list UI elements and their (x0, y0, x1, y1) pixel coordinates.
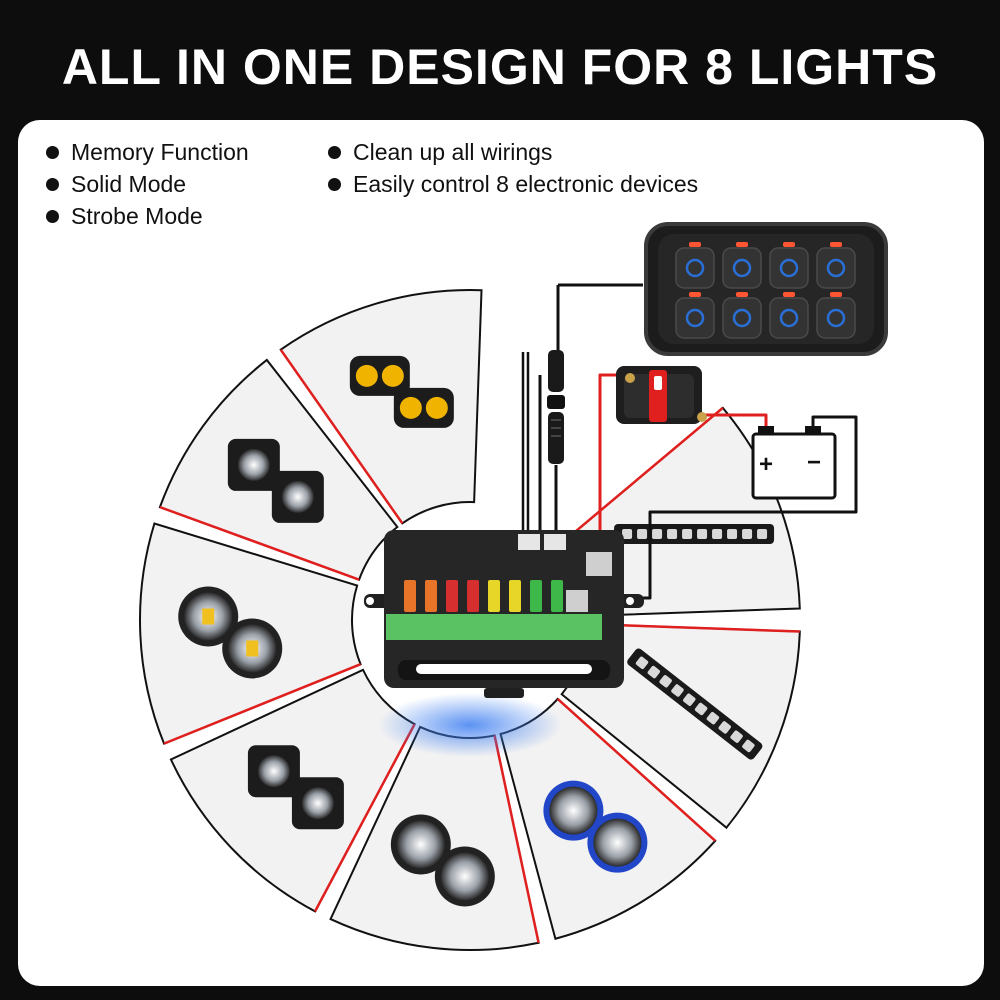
feature-column-right: Clean up all wirings Easily control 8 el… (328, 136, 698, 200)
cube-pod-lights-icon (227, 438, 324, 523)
wiring (521, 283, 858, 600)
light-sector (279, 289, 483, 525)
sector-edge (556, 698, 717, 842)
light-sectors (139, 289, 801, 951)
feature-item: Solid Mode (46, 168, 249, 200)
page-title: ALL IN ONE DESIGN FOR 8 LIGHTS (61, 39, 939, 95)
battery-negative-label: − (807, 449, 821, 476)
feature-label: Strobe Mode (71, 203, 203, 229)
light-symbol-icon (826, 308, 846, 328)
feature-label: Clean up all wirings (353, 139, 553, 165)
switch-panel (644, 222, 888, 356)
switch-button (675, 247, 715, 289)
switch-led-icon (736, 292, 748, 297)
fuse-icon (425, 580, 437, 612)
light-bar-angled-icon (627, 648, 763, 760)
sector-edge (313, 723, 416, 912)
feature-item: Easily control 8 electronic devices (328, 168, 698, 200)
sector-edge (279, 348, 404, 525)
light-symbol-icon (779, 258, 799, 278)
switch-button (816, 247, 856, 289)
blue-ring-round-lights-icon (543, 780, 648, 873)
fuse-icon (551, 580, 563, 612)
wiring-diagram: + − (139, 222, 888, 951)
light-symbol-icon (826, 258, 846, 278)
inline-connector (547, 350, 565, 464)
fuse-icon (488, 580, 500, 612)
battery (751, 426, 837, 500)
light-symbol-icon (732, 308, 752, 328)
bullet-icon (328, 145, 341, 159)
switch-led-icon (783, 292, 795, 297)
feature-label: Memory Function (71, 139, 249, 165)
switch-led-icon (689, 292, 701, 297)
relay-hub (364, 530, 644, 698)
diagram-panel: Memory Function Solid Mode Strobe Mode C… (18, 120, 984, 986)
fuse-icon (404, 580, 416, 612)
sector-edge (159, 505, 360, 581)
yellow-pod-lights-icon (349, 355, 454, 428)
sector-edge (559, 406, 724, 546)
square-led-pods-icon (247, 745, 344, 830)
feature-item: Strobe Mode (46, 200, 249, 232)
bullet-icon (46, 145, 59, 159)
sector-edge (163, 663, 362, 745)
circuit-breaker (616, 366, 707, 424)
switch-button (769, 297, 809, 339)
switch-led-icon (830, 242, 842, 247)
glow-effect (378, 693, 562, 757)
switch-button (769, 247, 809, 289)
battery-positive-label: + (759, 451, 773, 478)
feature-item: Clean up all wirings (328, 136, 698, 168)
bullet-icon (328, 177, 341, 191)
sector-edge (493, 735, 540, 944)
fuse-icon (509, 580, 521, 612)
switch-led-icon (783, 242, 795, 247)
fuse-icon (467, 580, 479, 612)
switch-button (722, 297, 762, 339)
light-bar-straight-icon (614, 523, 775, 544)
light-symbol-icon (779, 308, 799, 328)
light-symbol-icon (732, 258, 752, 278)
round-driving-lights-icon (390, 814, 495, 907)
round-fog-lights-icon (178, 586, 283, 679)
feature-label: Easily control 8 electronic devices (353, 171, 699, 197)
switch-led-icon (830, 292, 842, 297)
bullet-icon (46, 177, 59, 191)
switch-button (722, 247, 762, 289)
feature-label: Solid Mode (71, 171, 187, 197)
switch-led-icon (689, 242, 701, 247)
feature-item: Memory Function (46, 136, 249, 168)
switch-button (675, 297, 715, 339)
fuse-icon (530, 580, 542, 612)
switch-led-icon (736, 242, 748, 247)
light-symbol-icon (685, 308, 705, 328)
light-symbol-icon (685, 258, 705, 278)
bullet-icon (46, 209, 59, 223)
feature-column-left: Memory Function Solid Mode Strobe Mode (46, 136, 249, 232)
switch-button (816, 297, 856, 339)
fuse-icon (446, 580, 458, 612)
